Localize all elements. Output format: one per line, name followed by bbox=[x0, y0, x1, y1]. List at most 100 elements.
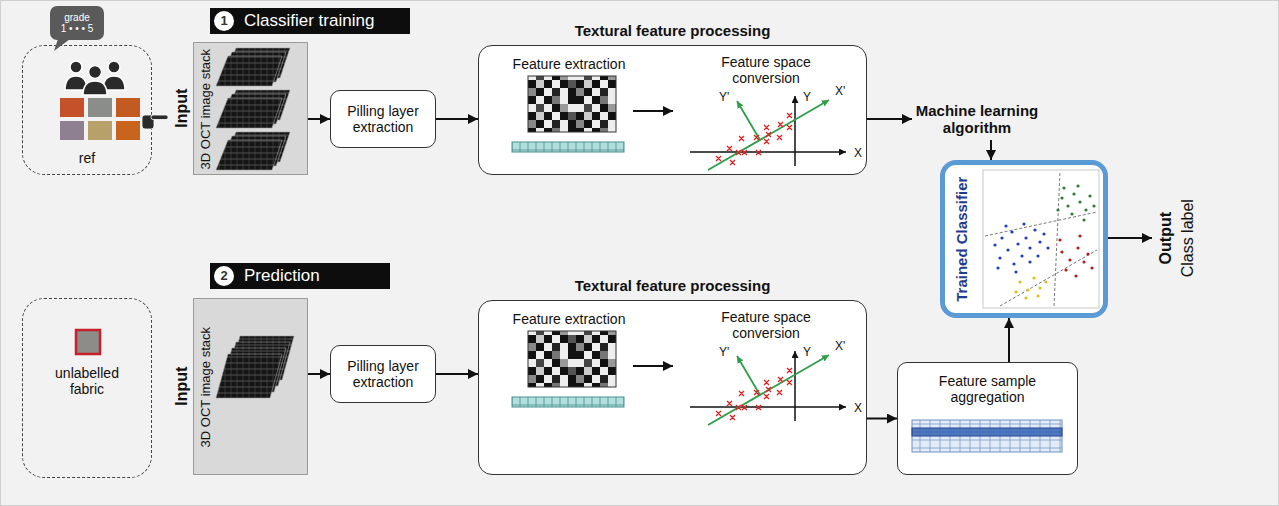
text-holder: Y bbox=[803, 87, 811, 105]
node-text: grade bbox=[64, 12, 90, 24]
text-holder: Y' bbox=[719, 87, 729, 105]
fabric-swatch bbox=[60, 121, 84, 140]
oct-slice bbox=[216, 56, 282, 86]
reference-panel: ref bbox=[22, 45, 152, 175]
fabric-swatch bbox=[76, 330, 100, 354]
process-box: Pilling layer extraction bbox=[330, 345, 436, 403]
y-axis bbox=[794, 96, 796, 166]
node-text: Trained Classifier bbox=[953, 177, 970, 302]
node-text: 3D OCT image stack bbox=[198, 48, 213, 168]
feature-map bbox=[512, 331, 624, 407]
node-text: Class label bbox=[1179, 199, 1196, 277]
grader-head bbox=[89, 66, 102, 79]
node-text: Textural feature processing bbox=[575, 22, 771, 39]
oct-slice bbox=[220, 348, 286, 392]
node-text: Feature extraction bbox=[513, 56, 626, 72]
node-text: Pilling layer extraction bbox=[339, 103, 427, 135]
oct-slice bbox=[216, 140, 282, 170]
text-holder: Output bbox=[1157, 212, 1175, 264]
flow-arrow bbox=[633, 110, 673, 112]
bubble-tail bbox=[54, 39, 70, 51]
aggregated-row bbox=[912, 428, 1062, 436]
grader-body bbox=[65, 76, 87, 90]
grader-head bbox=[70, 61, 82, 73]
scatter-frame bbox=[983, 170, 1099, 308]
speech-bubble: grade1 • • • 5 bbox=[50, 6, 104, 40]
rotated-y-axis bbox=[737, 101, 760, 140]
axis-label: Y bbox=[803, 345, 811, 359]
text-holder: Input bbox=[173, 367, 191, 406]
input-label: Input bbox=[173, 367, 190, 406]
text-holder: Trained Classifier bbox=[953, 177, 971, 302]
node-text: 1 bbox=[220, 14, 227, 29]
axis-label: X bbox=[854, 146, 862, 160]
oct-slice bbox=[224, 342, 290, 386]
text-holder: X' bbox=[835, 336, 845, 354]
input-panel: unlabelled fabric bbox=[22, 298, 152, 478]
grader-icons bbox=[65, 61, 125, 95]
feature-panel: Feature extraction bbox=[505, 307, 633, 425]
node-text: Classifier training bbox=[210, 11, 374, 31]
text-holder: Y' bbox=[719, 342, 729, 360]
node-text: 3D OCT image stack bbox=[198, 326, 213, 446]
step-banner: Classifier training1 bbox=[210, 8, 410, 34]
rotated-x-axis bbox=[708, 100, 829, 170]
flow-arrow bbox=[867, 418, 897, 420]
flow-arrow bbox=[308, 118, 330, 120]
feature-panel: Feature space conversion bbox=[673, 307, 859, 425]
grader-body bbox=[103, 76, 125, 90]
node-text: Output bbox=[1157, 212, 1174, 264]
hand-finger bbox=[151, 115, 168, 120]
flow-arrow bbox=[436, 118, 478, 120]
sample-matrix bbox=[912, 420, 1062, 452]
flow-arrow bbox=[1108, 237, 1152, 239]
classifier-scatter bbox=[983, 170, 1099, 308]
oct-slice bbox=[220, 52, 286, 82]
node-text: unlabelled fabric bbox=[45, 365, 129, 397]
flow-arrow bbox=[1008, 318, 1010, 362]
input-label: Input bbox=[173, 89, 190, 128]
oct-slice bbox=[224, 48, 290, 78]
node-text: Machine learning algorithm bbox=[912, 102, 1042, 137]
oct-slice bbox=[224, 90, 290, 120]
text-holder: Input bbox=[173, 89, 191, 128]
class-cluster bbox=[995, 224, 1048, 272]
step-banner: Prediction2 bbox=[210, 263, 390, 289]
text-holder: X bbox=[854, 143, 862, 161]
axis-label: X bbox=[854, 401, 862, 415]
group-box: Textural feature processingFeature extra… bbox=[478, 300, 867, 475]
oct-slice bbox=[220, 136, 286, 166]
node-text: Textural feature processing bbox=[575, 277, 771, 294]
image-stack-box: 3D OCT image stack bbox=[193, 298, 308, 475]
fabric-swatch bbox=[116, 121, 140, 140]
node-text: ref bbox=[79, 150, 95, 166]
node-text: 2 bbox=[220, 269, 227, 284]
text-holder: X' bbox=[835, 81, 845, 99]
step-number: 2 bbox=[214, 266, 234, 286]
fabric-swatch bbox=[60, 98, 84, 117]
class-cluster bbox=[1060, 236, 1092, 276]
output-node: Output Class label bbox=[1152, 180, 1219, 296]
oct-image-stack bbox=[216, 48, 290, 170]
sample-points bbox=[716, 113, 792, 165]
group-box: Textural feature processingFeature extra… bbox=[478, 45, 867, 175]
pointing-hand bbox=[142, 115, 168, 129]
decision-boundary bbox=[985, 172, 1097, 306]
oct-slice bbox=[228, 336, 294, 380]
axis-label: Y' bbox=[719, 345, 729, 359]
feature-panel: Feature extraction bbox=[505, 52, 633, 170]
texture-grid bbox=[528, 76, 616, 132]
feature-panel: Feature space conversion bbox=[673, 52, 859, 170]
classifier-box: Trained Classifier bbox=[940, 160, 1108, 318]
connector-group bbox=[308, 111, 1152, 419]
grader-body bbox=[83, 81, 107, 95]
text-holder: Class label bbox=[1179, 199, 1197, 277]
flow-arrow bbox=[867, 118, 912, 120]
class-cluster bbox=[1058, 186, 1094, 220]
x-axis bbox=[690, 151, 846, 153]
image-stack-box: 3D OCT image stack bbox=[193, 42, 308, 175]
